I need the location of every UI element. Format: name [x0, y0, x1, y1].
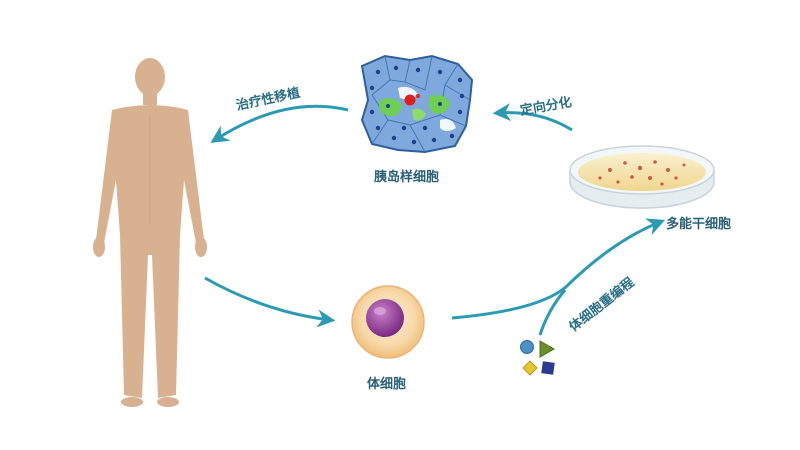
arrow-body-to-somatic	[204, 276, 336, 328]
label-islet-cells: 胰岛样细胞	[374, 170, 440, 185]
label-somatic-cell: 体细胞	[367, 377, 407, 392]
flow-arrows	[204, 103, 666, 336]
arrow-somatic-to-pluripotent	[451, 218, 666, 320]
arrow-factors-merge	[538, 289, 567, 336]
somatic-cell-icon	[351, 285, 425, 359]
human-body-icon	[93, 58, 207, 407]
petri-dish-icon	[569, 145, 715, 209]
label-pluripotent: 多能干细胞	[666, 217, 732, 232]
arrow-islet-to-body	[210, 104, 349, 143]
arrow-dish-to-islet	[492, 103, 573, 132]
islet-cluster-icon	[360, 54, 474, 154]
reprogramming-factors-icon	[520, 340, 556, 376]
